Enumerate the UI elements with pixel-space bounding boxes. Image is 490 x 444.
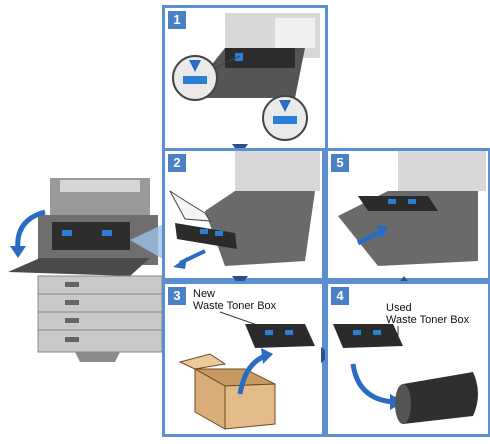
new-label-line1: New [193,288,216,300]
step-4-badge: 4 [331,287,349,305]
used-label-line2: Waste Toner Box [386,314,470,326]
step-2-badge: 2 [168,154,186,172]
step-1-panel: 1 [162,5,328,152]
step-4-illustration [333,324,478,424]
step-5-badge: 5 [331,154,349,172]
new-waste-toner-box-label: New Waste Toner Box [193,288,276,312]
step-5-illustration [338,151,486,266]
step-3-illustration [178,311,315,430]
step-3-badge: 3 [168,287,186,305]
step-2-illustration [169,151,320,269]
used-label-line1: Used [386,302,412,314]
new-label-line2: Waste Toner Box [193,300,277,312]
step-5-panel: 5 [325,148,490,281]
door-open-arrow-icon [15,209,46,251]
step-1-illustration [172,13,320,141]
step-1-badge: 1 [168,11,186,29]
callout-pointer [130,222,168,262]
step-2-panel: 2 [162,148,325,281]
printer-open-front-door [8,258,150,276]
used-waste-toner-box-label: Used Waste Toner Box [386,302,469,326]
step-4-panel: 4 Used Waste Toner Box [325,281,490,437]
